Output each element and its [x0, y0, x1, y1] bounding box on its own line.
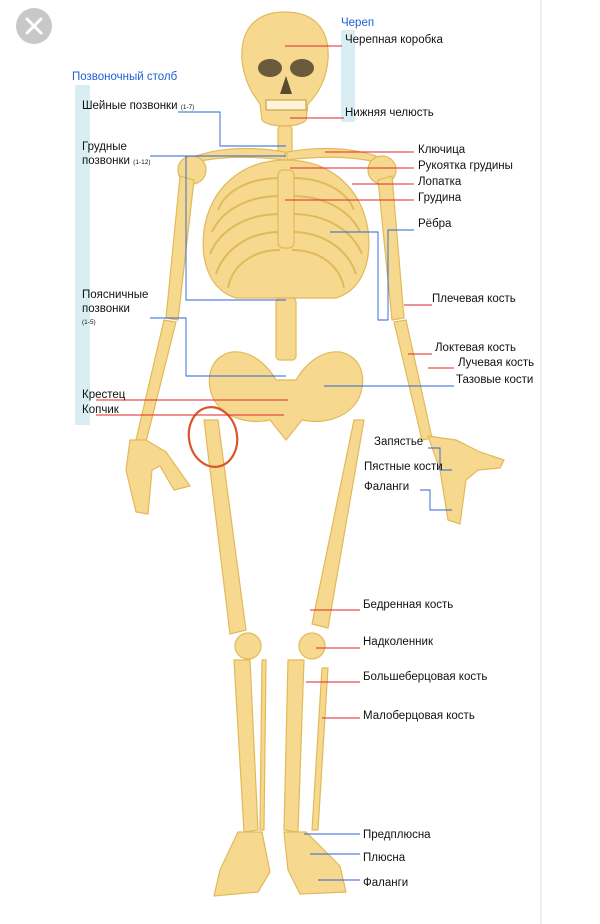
spine-bracket-bar	[75, 85, 90, 425]
cervical-vertebrae	[277, 125, 293, 155]
skull-group-title: Череп	[341, 17, 375, 29]
right-eye-socket	[290, 59, 314, 77]
pelvis	[208, 351, 364, 441]
left-forearm	[135, 319, 177, 443]
label-hand-phalanges: Фаланги	[364, 481, 410, 493]
left-clavicle	[195, 147, 286, 163]
label-carpus: Запястье	[374, 436, 424, 448]
label-pelvis: Тазовые кости	[456, 374, 534, 386]
lumbar-vertebrae	[275, 297, 297, 361]
label-foot-phalanges: Фаланги	[363, 877, 409, 889]
label-thoracic-2-text: позвонки	[82, 155, 130, 167]
page-edge-divider	[540, 0, 542, 924]
right-hand	[427, 435, 505, 525]
label-patella: Надколенник	[363, 636, 433, 648]
label-humerus: Плечевая кость	[432, 293, 516, 305]
right-tibia	[283, 659, 305, 833]
right-clavicle	[286, 147, 377, 163]
teeth	[265, 99, 307, 111]
label-metacarpus: Пястные кости	[364, 461, 443, 473]
label-metatarsus: Плюсна	[363, 852, 406, 864]
right-humerus	[377, 175, 405, 321]
close-icon	[25, 17, 43, 35]
label-thoracic-range: (1-12)	[133, 159, 151, 166]
spine-group-title: Позвоночный столб	[72, 71, 178, 83]
label-tibia: Большеберцовая кость	[363, 671, 488, 683]
label-cervical: Шейные позвонки (1-7)	[82, 99, 194, 115]
hand-drawn-circle	[187, 406, 239, 468]
label-ulna: Локтевая кость	[435, 342, 516, 354]
label-sternum: Грудина	[418, 192, 462, 204]
left-patella	[234, 632, 262, 660]
rib-lines	[209, 177, 363, 289]
label-thoracic-2: позвонки (1-12)	[82, 154, 151, 170]
leader-lines-red	[96, 45, 454, 719]
label-lumbar-2: позвонки	[82, 303, 130, 315]
left-tibia	[233, 659, 259, 833]
skeleton-drawing	[125, 11, 505, 897]
left-eye-socket	[258, 59, 282, 77]
label-sacrum: Крестец	[82, 389, 126, 401]
label-cranium: Черепная коробка	[345, 34, 443, 46]
label-scapula: Лопатка	[418, 176, 462, 188]
label-coccyx: Копчик	[82, 404, 119, 416]
label-cervical-range: (1-7)	[180, 104, 195, 111]
right-forearm	[393, 319, 433, 441]
close-button[interactable]	[16, 8, 52, 44]
right-foot	[283, 831, 347, 895]
left-humerus	[165, 175, 195, 321]
left-fibula	[259, 659, 267, 831]
nasal-cavity	[280, 76, 292, 94]
label-cervical-text: Шейные позвонки	[82, 100, 178, 112]
label-lumbar-1: Поясничные	[82, 289, 149, 301]
label-jaw: Нижняя челюсть	[345, 107, 434, 119]
left-foot	[213, 831, 271, 897]
label-fibula: Малоберцовая кость	[363, 710, 475, 722]
right-patella	[298, 632, 326, 660]
label-radius: Лучевая кость	[458, 357, 535, 369]
skull-bracket-bar	[341, 30, 355, 122]
label-thoracic-1: Грудные	[82, 141, 127, 153]
label-tarsus: Предплюсна	[363, 829, 431, 841]
label-manubrium: Рукоятка грудины	[418, 160, 513, 172]
label-clavicle: Ключица	[418, 144, 466, 156]
right-femur	[311, 419, 365, 629]
leader-lines-blue	[150, 111, 454, 881]
label-lumbar-range: (1-5)	[82, 319, 96, 326]
sternum	[277, 169, 295, 249]
label-femur: Бедренная кость	[363, 599, 454, 611]
left-femur	[203, 419, 247, 635]
label-ribs: Рёбра	[418, 218, 452, 230]
left-hand	[125, 439, 191, 515]
right-fibula	[311, 667, 329, 831]
